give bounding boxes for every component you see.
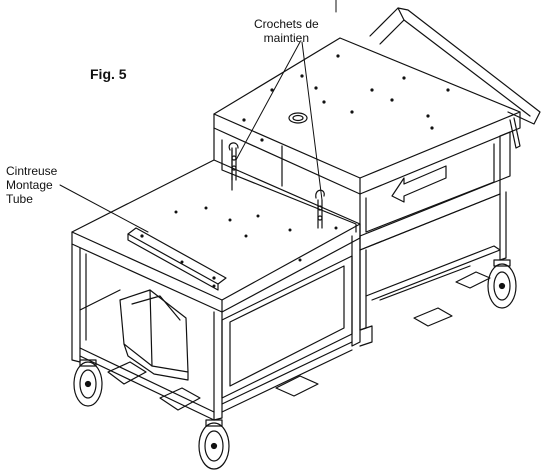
push-handle [369,7,541,149]
left-frame [71,235,361,421]
figure-title: Fig. 5 [90,66,127,82]
fork-pockets [107,271,491,411]
drawer-arrow-icon [391,165,447,203]
caster-wheels [73,259,517,470]
bender-label-line1: Cintreuse [6,164,58,178]
leader-line-hook-right [301,41,323,201]
retaining-hooks [228,142,325,229]
wheel-front-left [73,359,103,407]
hooks-label: Crochets de maintien [254,17,319,45]
bender-label: Cintreuse Montage Tube [6,164,57,206]
hooks-label-line2: maintien [263,31,310,45]
bender-label-line2: Montage [6,178,53,192]
wheel-middle [359,325,373,347]
leader-line-bender [59,184,149,233]
wheel-rear-right [487,259,517,309]
leader-lines [59,0,337,233]
leader-line-hook-left [235,41,301,161]
bender-bar [127,227,227,291]
hooks-label-line1: Crochets de [254,17,319,31]
right-drawer-box [359,131,511,331]
wheel-front-center [198,419,230,470]
upper-table [213,37,521,195]
side-basket [119,289,189,381]
bender-label-line3: Tube [6,192,33,206]
